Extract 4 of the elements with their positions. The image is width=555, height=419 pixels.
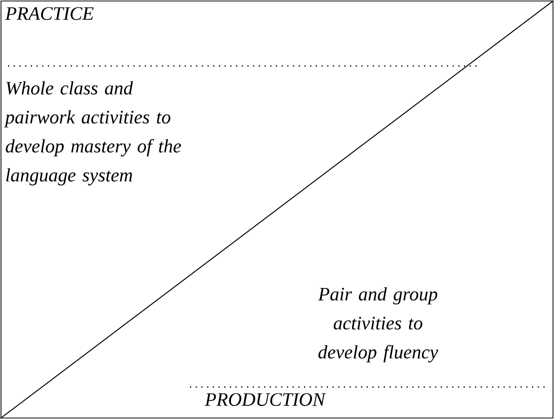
heading: PRACTICE: [5, 7, 94, 20]
heading: PRODUCTION: [204, 393, 326, 406]
body-text: Whole class and pairwork activities to develop mastery of the language system: [4, 81, 181, 186]
body-text: Pair and group activities to develop fluency: [318, 287, 438, 362]
